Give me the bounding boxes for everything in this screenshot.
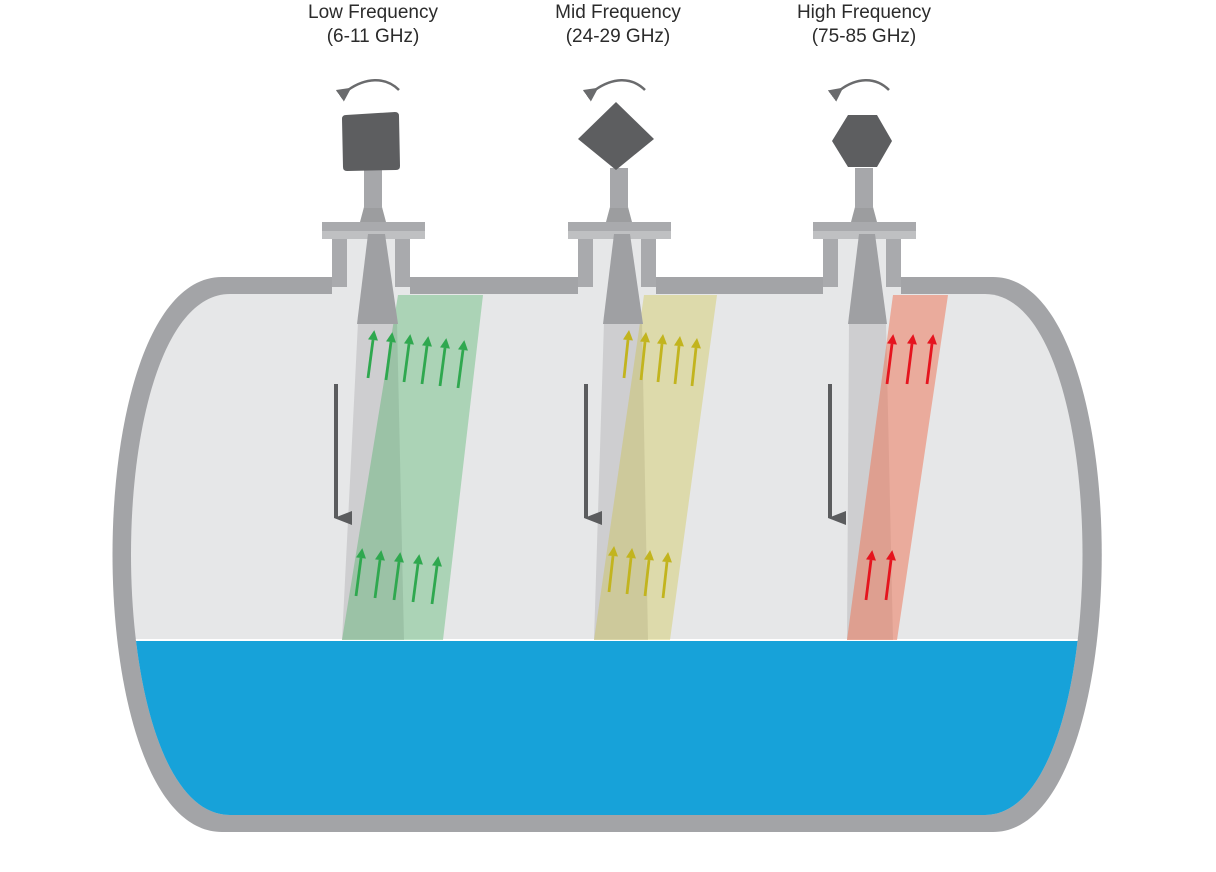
echo-arrow-low-head <box>394 552 404 563</box>
echo-arrow-low-head <box>375 550 385 561</box>
reflection-arrows-high <box>864 334 937 601</box>
echo-arrow-high-shaft <box>885 343 894 385</box>
rotation-arrow-icon-high <box>827 79 890 102</box>
echo-arrow-low-shaft <box>366 339 375 379</box>
echo-arrow-high-head <box>927 334 937 345</box>
echo-arrow-mid-head <box>640 332 650 343</box>
echo-arrow-mid-shaft <box>690 347 698 387</box>
transmit-cone-mid <box>594 322 648 640</box>
echo-arrow-low-head <box>413 554 423 565</box>
echo-arrow-high-shaft <box>884 559 893 601</box>
echo-arrow-low-shaft <box>373 559 382 599</box>
echo-arrow-low-head <box>356 548 366 559</box>
echo-arrow-high-head <box>907 334 917 345</box>
echo-arrow-low-shaft <box>430 565 439 605</box>
reflected-beam-low <box>342 295 483 640</box>
echo-arrow-mid-head <box>608 546 618 557</box>
echo-arrow-high-shaft <box>925 343 934 385</box>
echo-arrow-high-head <box>887 334 897 345</box>
diamond-housing-icon <box>578 102 654 170</box>
high-frequency-label: High Frequency (75-85 GHz) <box>744 1 984 49</box>
echo-arrow-low-shaft <box>384 341 393 381</box>
echo-arrow-high-head <box>886 550 896 561</box>
echo-arrow-mid-shaft <box>622 339 630 379</box>
echo-arrow-mid-shaft <box>643 559 651 597</box>
echo-arrow-low-head <box>368 330 378 341</box>
echo-arrow-low-head <box>422 336 432 347</box>
echo-arrow-low-head <box>440 338 450 349</box>
echo-arrow-mid-shaft <box>656 343 664 383</box>
echo-arrow-low-head <box>432 556 442 567</box>
mid-frequency-label: Mid Frequency (24-29 GHz) <box>498 1 738 49</box>
low-frequency-title: Low Frequency <box>308 2 438 23</box>
rotation-arrow-icon-low <box>335 79 400 102</box>
echo-arrow-mid-shaft <box>673 345 681 385</box>
high-frequency-range: (75-85 GHz) <box>811 26 917 47</box>
sensor-neck-mid <box>606 168 632 222</box>
transmit-cone-low <box>342 322 404 640</box>
high-frequency-title: High Frequency <box>796 2 932 23</box>
low-frequency-label: Low Frequency (6-11 GHz) <box>253 1 493 49</box>
echo-arrow-mid-head <box>626 548 636 559</box>
mid-frequency-range: (24-29 GHz) <box>565 26 671 47</box>
echo-arrow-mid-head <box>662 552 672 563</box>
rotation-arrow-icon-mid <box>582 79 646 102</box>
low-frequency-range: (6-11 GHz) <box>326 26 420 47</box>
echo-arrow-mid-head <box>623 330 633 341</box>
echo-arrow-mid-head <box>644 550 654 561</box>
echo-arrow-mid-head <box>674 336 684 347</box>
reflection-arrows-low <box>354 330 468 605</box>
hexagon-housing-icon <box>832 115 892 167</box>
echo-arrow-low-shaft <box>420 345 429 385</box>
horn-antenna-low <box>357 234 398 324</box>
echo-arrow-high-shaft <box>905 343 914 385</box>
reflection-arrows-mid <box>607 330 701 599</box>
echo-arrow-mid-shaft <box>607 555 615 593</box>
square-housing-icon <box>342 112 400 171</box>
sensor-neck-high <box>851 168 877 222</box>
echo-arrow-low-head <box>386 332 396 343</box>
echo-arrow-mid-shaft <box>661 561 669 599</box>
liquid <box>131 640 1083 815</box>
echo-arrow-mid-shaft <box>625 557 633 595</box>
echo-arrow-high-head <box>866 550 876 561</box>
sensor-neck-low <box>360 168 386 222</box>
echo-arrow-low-shaft <box>354 557 363 597</box>
echo-arrow-mid-head <box>657 334 667 345</box>
echo-arrow-low-shaft <box>392 561 401 601</box>
echo-arrow-low-shaft <box>411 563 420 603</box>
mid-frequency-title: Mid Frequency <box>555 2 681 23</box>
echo-arrow-low-head <box>404 334 414 345</box>
echo-arrow-mid-head <box>691 338 701 349</box>
horn-antenna-high <box>848 234 887 324</box>
echo-arrow-high-shaft <box>864 559 873 601</box>
echo-arrow-mid-shaft <box>639 341 647 381</box>
echo-arrow-low-shaft <box>456 349 465 389</box>
echo-arrow-low-head <box>458 340 468 351</box>
echo-arrow-low-shaft <box>402 343 411 383</box>
horn-antenna-mid <box>603 234 643 324</box>
reflected-beam-mid <box>594 295 717 640</box>
echo-arrow-low-shaft <box>438 347 447 387</box>
